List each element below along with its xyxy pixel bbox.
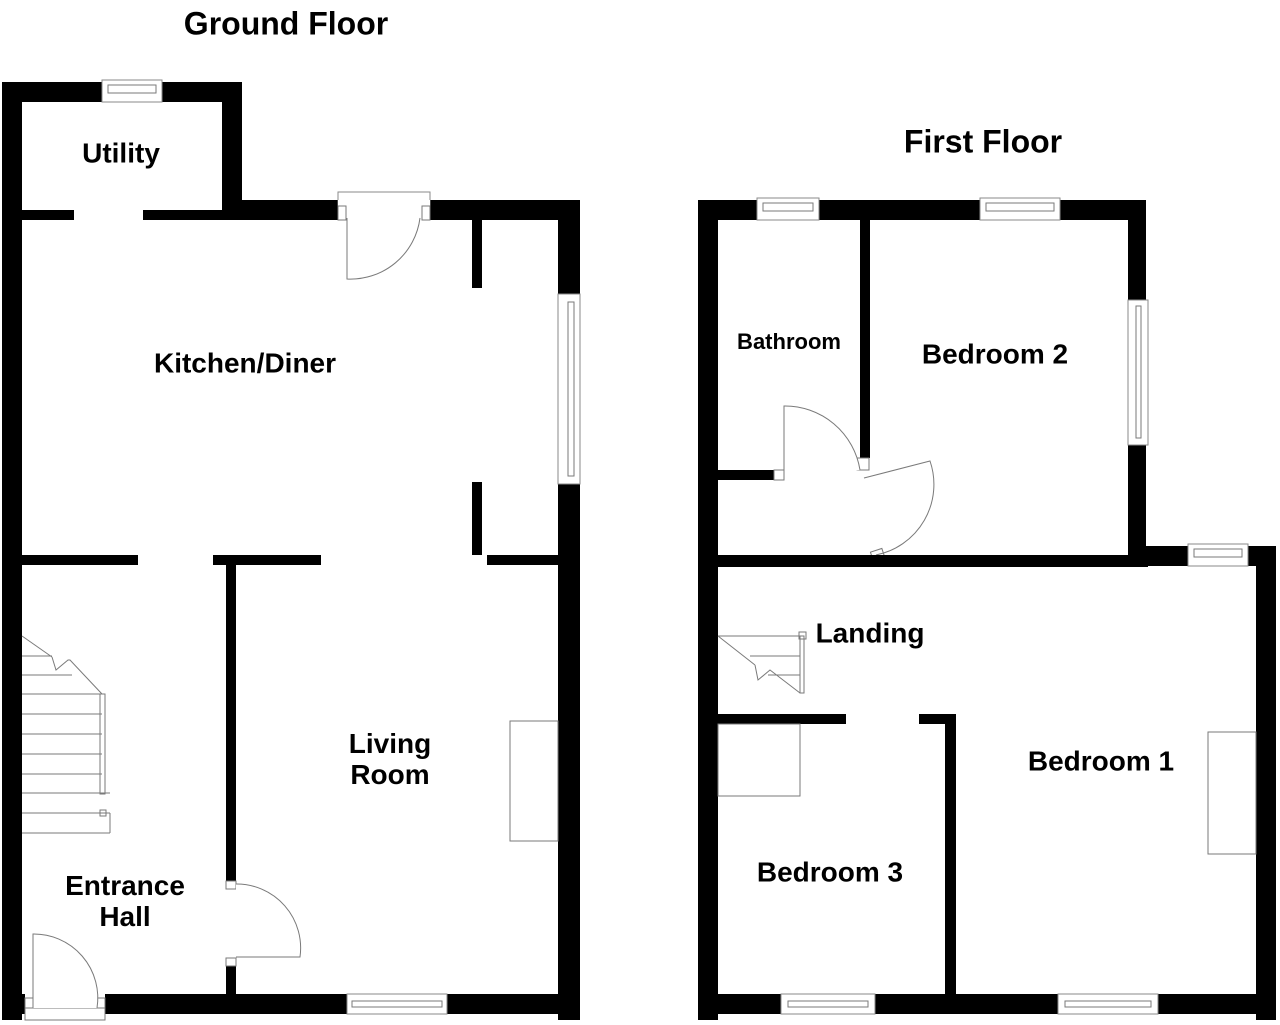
utility-partition-right [143,210,225,220]
first-right-wall [1256,546,1276,1020]
hall-living-partition-lower [226,966,236,1000]
ground-staircase [21,635,111,834]
ground-floor-plan [2,79,581,1021]
room-label-entrance-hall: Entrance Hall [65,870,185,932]
bathroom-bedroom2-partition [860,218,870,458]
bathroom-partition-stub [718,470,774,480]
room-label-bathroom: Bathroom [737,328,841,354]
utility-right-wall [222,82,242,214]
first-left-wall [698,200,718,1020]
bedroom-2-door[interactable] [863,460,935,556]
kitchen-back-door[interactable] [346,217,421,280]
kitchen-pier-lower [472,482,482,555]
kitchen-living-partition-right [487,555,562,565]
kitchen-pier-upper [472,210,482,288]
ground-left-wall [2,82,22,1020]
kitchen-side-window [557,293,581,485]
landing-staircase [717,631,807,694]
room-label-bedroom-1: Bedroom 1 [1027,745,1175,777]
room-label-landing: Landing [815,617,925,649]
hall-kitchen-partition-left [18,555,138,565]
front-door[interactable] [32,933,99,1009]
room-label-kitchen-diner: Kitchen/Diner [153,347,337,379]
living-room-door[interactable] [235,883,302,958]
room-label-bedroom-2: Bedroom 2 [921,338,1069,370]
first-floor-title: First Floor [903,123,1063,160]
utility-window [101,79,163,103]
bedroom-3-window [780,993,876,1015]
landing-top-wall [698,555,1148,567]
ground-floor-title: Ground Floor [183,5,389,42]
bedroom-3-1-partition [945,714,956,1004]
bedroom-2-window [979,197,1061,221]
bathroom-door[interactable] [783,405,861,475]
bedroom-1-window [1057,993,1159,1015]
first-floor-plan [698,197,1276,1020]
room-label-utility: Utility [82,137,160,169]
living-room-chimney-breast [509,720,559,842]
bedroom-3-partition-right [919,714,945,724]
living-room-window [346,993,448,1015]
room-label-living-room: Living Room [348,728,432,790]
hall-kitchen-partition-right [213,555,321,565]
room-label-bedroom-3: Bedroom 3 [756,856,904,888]
bathroom-window [756,197,820,221]
bedroom-2-side-window [1127,299,1149,446]
hall-living-partition-upper [226,563,236,881]
bedroom-3-partition-left [718,714,846,724]
bedroom-3-cupboard [717,723,801,797]
bedroom-1-top-window [1187,543,1249,567]
utility-partition-left [18,210,74,220]
bedroom-1-chimney-breast [1207,731,1257,855]
